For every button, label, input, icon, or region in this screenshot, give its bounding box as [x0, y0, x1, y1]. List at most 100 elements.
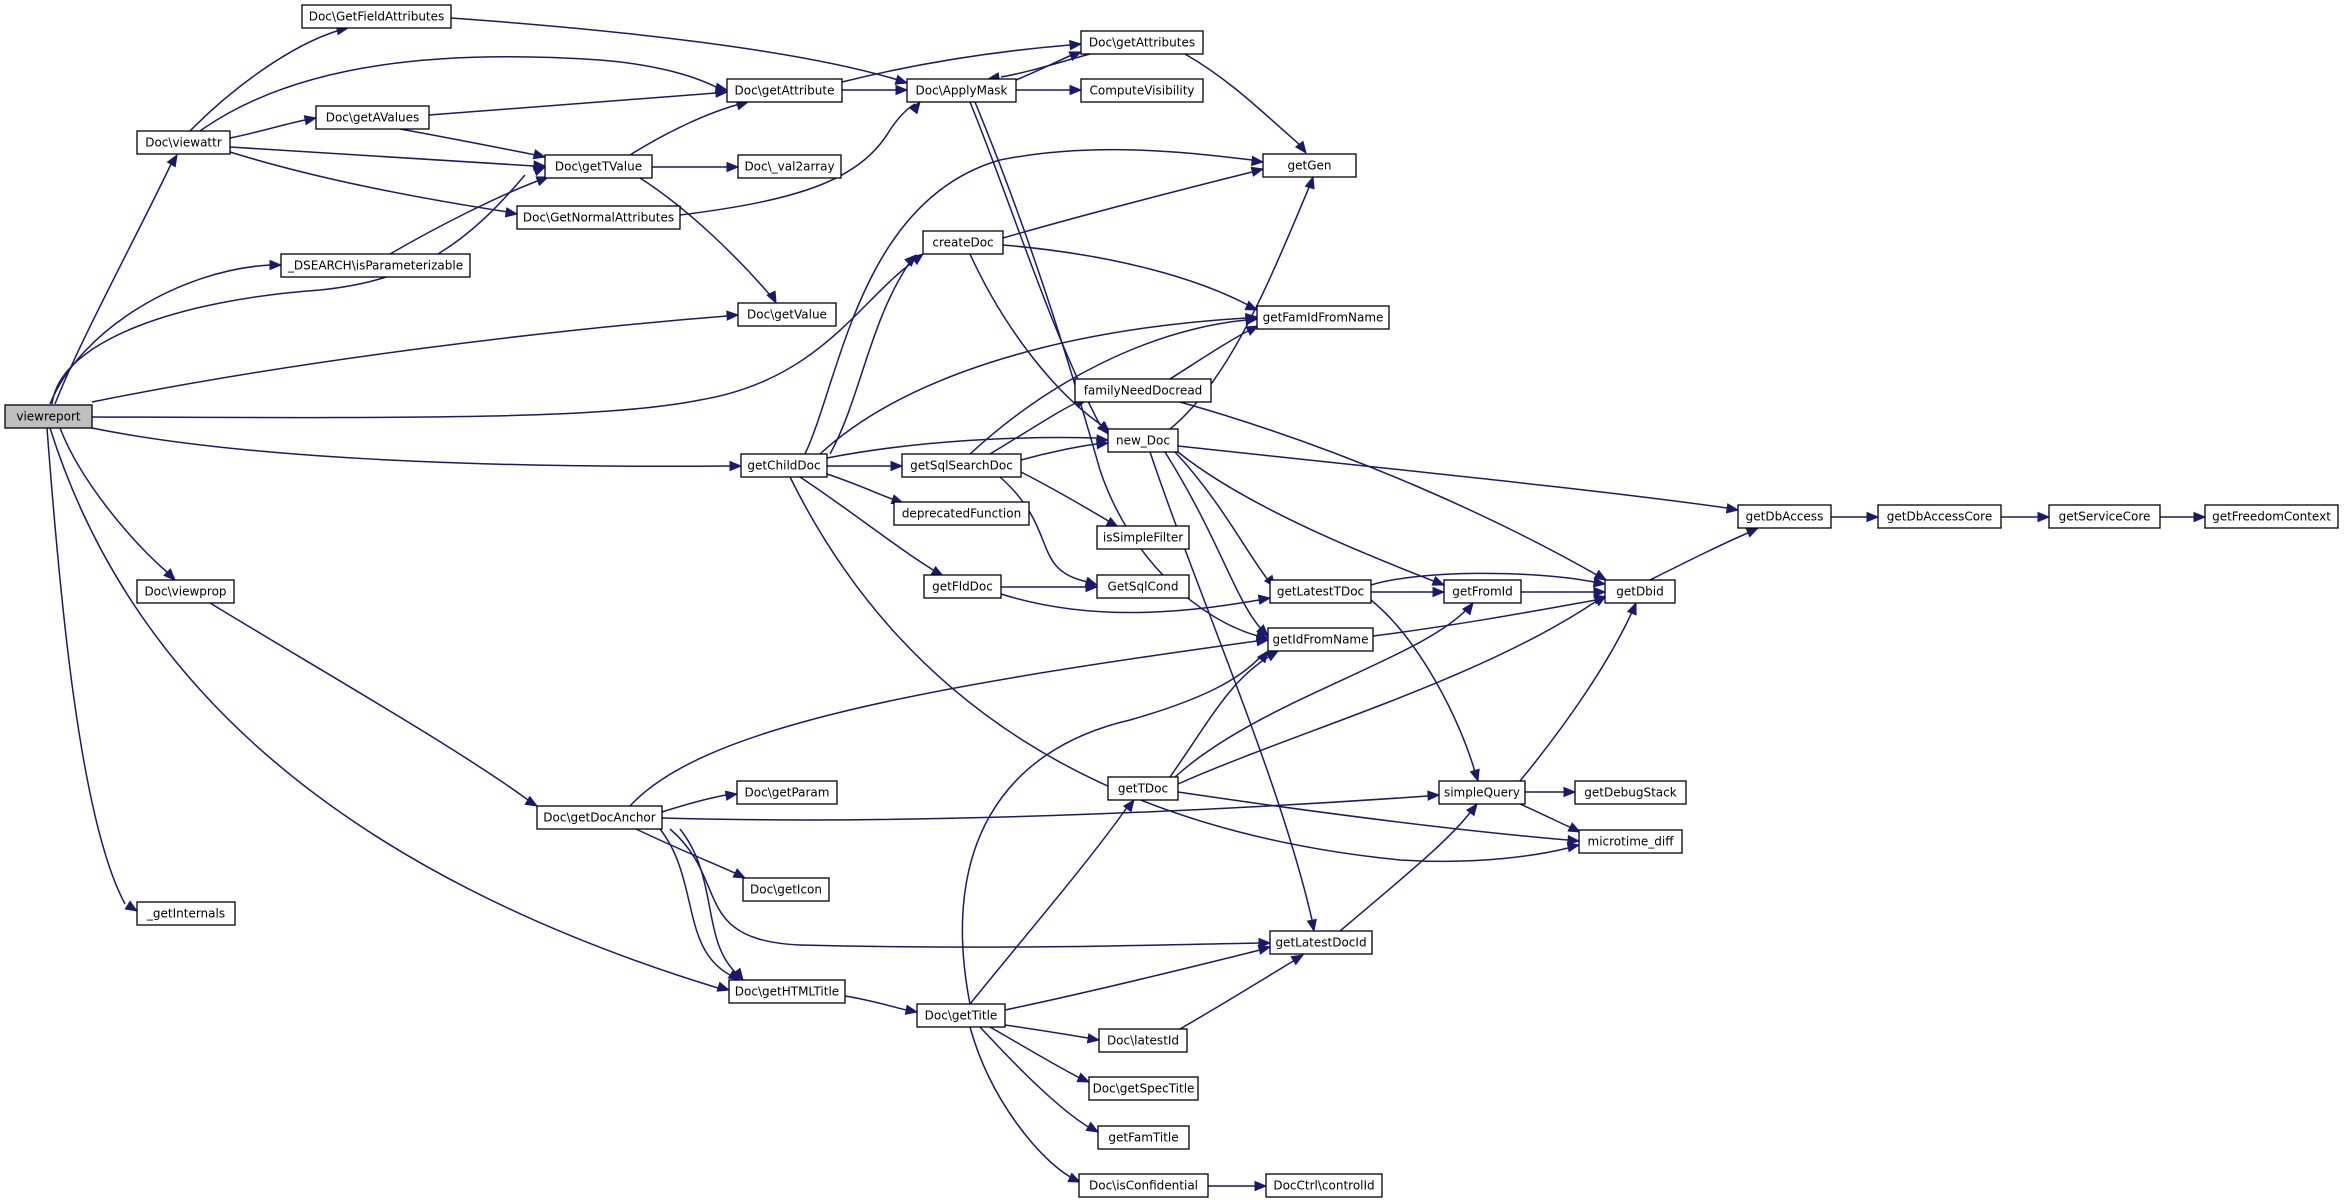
- arrow-head-icon: [504, 207, 519, 218]
- node-getServiceCore[interactable]: getServiceCore: [2048, 504, 2161, 529]
- node-label: _DSEARCH\isParameterizable: [287, 259, 463, 273]
- node-controlId[interactable]: DocCtrl\controlId: [1265, 1173, 1383, 1198]
- node-box: [1574, 780, 1687, 805]
- node-getNormalAttributes[interactable]: Doc\GetNormalAttributes: [516, 205, 681, 230]
- node-getFreedomContext[interactable]: getFreedomContext: [2204, 504, 2339, 529]
- edge-line: [1169, 329, 1251, 380]
- node-applyMask[interactable]: Doc\ApplyMask: [906, 78, 1017, 103]
- edge-line: [1169, 655, 1271, 778]
- node-microtimeDiff[interactable]: microtime_diff: [1578, 829, 1683, 854]
- edge-getLatestDocId-to-simpleQuery: [1339, 802, 1478, 932]
- arrow-head-icon: [1304, 175, 1315, 190]
- edge-line: [1649, 531, 1751, 581]
- arrow-head-icon: [1592, 577, 1607, 588]
- node-getSpecTitle[interactable]: Doc\getSpecTitle: [1088, 1076, 1199, 1101]
- edge-line: [639, 177, 771, 296]
- node-getParam[interactable]: Doc\getParam: [736, 780, 838, 805]
- node-getChildDoc[interactable]: getChildDoc: [740, 453, 828, 478]
- call-graph-nodes: viewreport Doc\viewattr Doc\GetFieldAttrib…: [4, 4, 2339, 1198]
- node-label: getDbAccessCore: [1887, 510, 1992, 524]
- edge-line: [799, 476, 936, 572]
- node-getSqlCond[interactable]: GetSqlCond: [1096, 574, 1190, 599]
- node-getAValues[interactable]: Doc\getAValues: [315, 105, 430, 130]
- node-box: [922, 230, 1004, 255]
- edge-newDoc-to-getFromId: [1177, 451, 1446, 586]
- node-label: getGen: [1288, 159, 1332, 173]
- node-getTValue[interactable]: Doc\getTValue: [544, 154, 653, 179]
- node-box: [737, 302, 837, 327]
- node-getTitle[interactable]: Doc\getTitle: [916, 1003, 1006, 1028]
- node-getFamTitle[interactable]: getFamTitle: [1097, 1125, 1190, 1150]
- edge-getAValues-to-getTValue: [399, 128, 547, 160]
- node-label: Doc\viewattr: [145, 136, 222, 150]
- node-label: getTDoc: [1118, 782, 1168, 796]
- edge-line: [1000, 593, 1260, 614]
- node-box: [1088, 1076, 1199, 1101]
- node-box: [136, 579, 235, 604]
- node-newDoc[interactable]: new_Doc: [1107, 428, 1179, 453]
- node-getLatestDocId[interactable]: getLatestDocId: [1269, 930, 1373, 955]
- node-viewreport[interactable]: viewreport: [4, 404, 93, 429]
- edge-line: [1179, 959, 1296, 1030]
- node-getDocAnchor[interactable]: Doc\getDocAnchor: [536, 805, 663, 830]
- node-isSimpleFilter[interactable]: isSimpleFilter: [1096, 525, 1190, 550]
- node-getIdFromName[interactable]: getIdFromName: [1267, 627, 1374, 652]
- node-getDbAccessCore[interactable]: getDbAccessCore: [1877, 504, 2002, 529]
- node-createDoc[interactable]: createDoc: [922, 230, 1004, 255]
- node-getFamIdFromName[interactable]: getFamIdFromName: [1256, 305, 1390, 330]
- edge-getLatestTDoc-to-getDbid: [1370, 572, 1607, 588]
- node-val2array[interactable]: Doc\_val2array: [737, 154, 842, 179]
- node-label: GetSqlCond: [1108, 580, 1179, 594]
- node-box: [726, 78, 843, 103]
- edge-applyMask-to-computeVisibility: [1016, 84, 1083, 96]
- node-getLatestTDoc[interactable]: getLatestTDoc: [1269, 579, 1372, 604]
- edge-simpleQuery-to-microtimeDiff: [1519, 803, 1582, 833]
- edge-line: [829, 261, 911, 455]
- node-getDebugStack[interactable]: getDebugStack: [1574, 780, 1687, 805]
- arrow-head-icon: [124, 900, 139, 912]
- edge-line: [969, 1026, 1073, 1179]
- node-label: getFromId: [1452, 585, 1513, 599]
- node-computeVisibility[interactable]: ComputeVisibility: [1080, 78, 1204, 103]
- arrow-head-icon: [1265, 650, 1280, 662]
- edge-line: [428, 92, 717, 116]
- node-getAttribute[interactable]: Doc\getAttribute: [726, 78, 843, 103]
- node-getGen[interactable]: getGen: [1262, 153, 1357, 178]
- arrow-head-icon: [726, 310, 740, 321]
- node-getFieldAttributes[interactable]: Doc\GetFieldAttributes: [301, 4, 452, 29]
- node-getAttributes[interactable]: Doc\getAttributes: [1080, 30, 1204, 55]
- arrow-head-icon: [904, 254, 917, 267]
- node-getTDoc[interactable]: getTDoc: [1107, 776, 1179, 801]
- node-label: Doc\getHTMLTitle: [735, 985, 839, 999]
- edge-newDoc-to-getLatestTDoc: [1174, 451, 1276, 589]
- edge-line: [969, 319, 1247, 455]
- arrow-head-icon: [1086, 1033, 1101, 1044]
- node-isConfidential[interactable]: Doc\isConfidential: [1078, 1173, 1209, 1198]
- node-getDbid[interactable]: getDbid: [1604, 579, 1676, 604]
- edge-simpleQuery-to-getDbid: [1519, 601, 1637, 782]
- node-deprecatedFunction[interactable]: deprecatedFunction: [893, 501, 1030, 526]
- node-familyNeedDocread[interactable]: familyNeedDocread: [1074, 378, 1212, 403]
- arrow-head-icon: [1250, 166, 1265, 177]
- node-getValue[interactable]: Doc\getValue: [737, 302, 837, 327]
- node-getSqlSearchDoc[interactable]: getSqlSearchDoc: [901, 453, 1022, 478]
- edge-line: [1177, 451, 1437, 583]
- edge-getDbAccessCore-to-getServiceCore: [2001, 511, 2051, 523]
- edge-line: [1177, 791, 1569, 841]
- node-getFromId[interactable]: getFromId: [1443, 579, 1522, 604]
- node-getIcon[interactable]: Doc\getIcon: [742, 877, 830, 902]
- node-latestId[interactable]: Doc\latestId: [1098, 1028, 1188, 1053]
- node-simpleQuery[interactable]: simpleQuery: [1438, 780, 1526, 805]
- node-viewattr[interactable]: Doc\viewattr: [136, 130, 231, 155]
- node-isParameterizable[interactable]: _DSEARCH\isParameterizable: [280, 253, 471, 278]
- node-label: Doc\isConfidential: [1089, 1179, 1198, 1193]
- node-label: getDebugStack: [1584, 786, 1676, 800]
- node-label: getServiceCore: [2059, 510, 2151, 524]
- node-getFldDoc[interactable]: getFldDoc: [923, 574, 1002, 599]
- node-viewprop[interactable]: Doc\viewprop: [136, 579, 235, 604]
- node-getDbAccess[interactable]: getDbAccess: [1737, 504, 1832, 529]
- edge-viewattr-to-getAValues: [229, 115, 318, 139]
- node-getHTMLTitle[interactable]: Doc\getHTMLTitle: [728, 979, 846, 1004]
- node-getInternals[interactable]: _getInternals: [136, 901, 236, 926]
- arrow-head-icon: [1567, 822, 1582, 833]
